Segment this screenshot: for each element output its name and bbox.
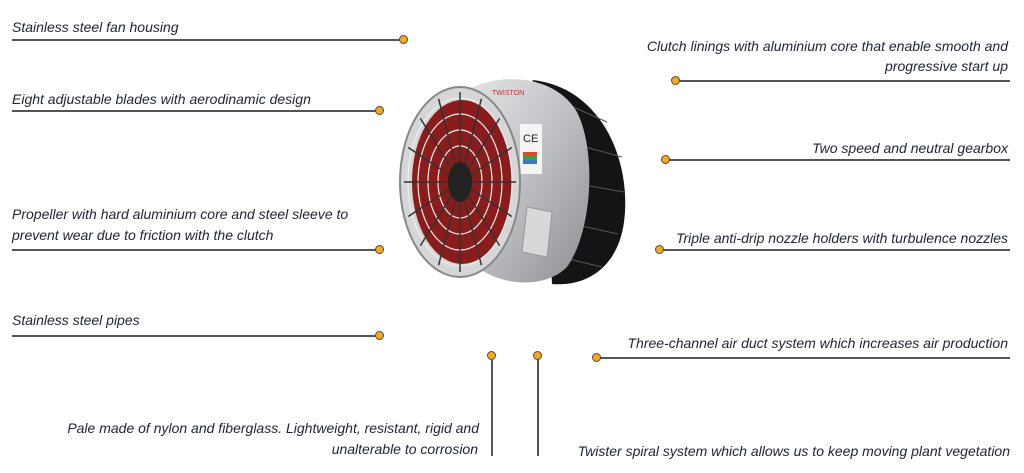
callout-dot [375, 106, 384, 115]
label-gearbox: Two speed and neutral gearbox [812, 140, 1008, 156]
leader-line [676, 80, 1010, 82]
leader-line [666, 159, 1010, 161]
label-nozzles: Triple anti-drip nozzle holders with tur… [675, 230, 1008, 246]
callout-dot [533, 351, 542, 360]
leader-line [12, 110, 379, 112]
callout-dot [375, 331, 384, 340]
label-pale-1: Pale made of nylon and fiberglass. Light… [67, 420, 479, 436]
label-air-duct: Three-channel air duct system which incr… [627, 335, 1008, 351]
brand-text: TWISTON [492, 90, 524, 97]
fan-sprayer-image: TWISTON CE [399, 79, 626, 285]
leader-line [660, 249, 1010, 251]
callout-dot [375, 245, 384, 254]
label-clutch-2: progressive start up [885, 58, 1008, 74]
label-propeller-1: Propeller with hard aluminium core and s… [12, 206, 349, 222]
callout-dot [661, 155, 670, 164]
label-blades: Eight adjustable blades with aerodinamic… [12, 91, 311, 107]
leader-line [12, 335, 379, 337]
label-pipes: Stainless steel pipes [12, 312, 140, 328]
leader-line [12, 249, 379, 251]
callout-dot [655, 245, 664, 254]
callout-dot [671, 76, 680, 85]
label-twister: Twister spiral system which allows us to… [577, 443, 1010, 459]
callout-dot [399, 35, 408, 44]
leader-line [12, 39, 403, 41]
callout-dot [487, 351, 496, 360]
label-propeller-2: prevent wear due to friction with the cl… [12, 227, 274, 243]
label-clutch-1: Clutch linings with aluminium core that … [646, 38, 1008, 54]
leader-line [537, 356, 539, 456]
label-pale-2: unalterable to corrosion [331, 441, 478, 457]
label-fan-housing: Stainless steel fan housing [12, 19, 179, 35]
leader-line [491, 356, 493, 456]
leader-line [597, 357, 1010, 359]
ce-mark: CE [523, 133, 538, 145]
callout-dot [592, 353, 601, 362]
